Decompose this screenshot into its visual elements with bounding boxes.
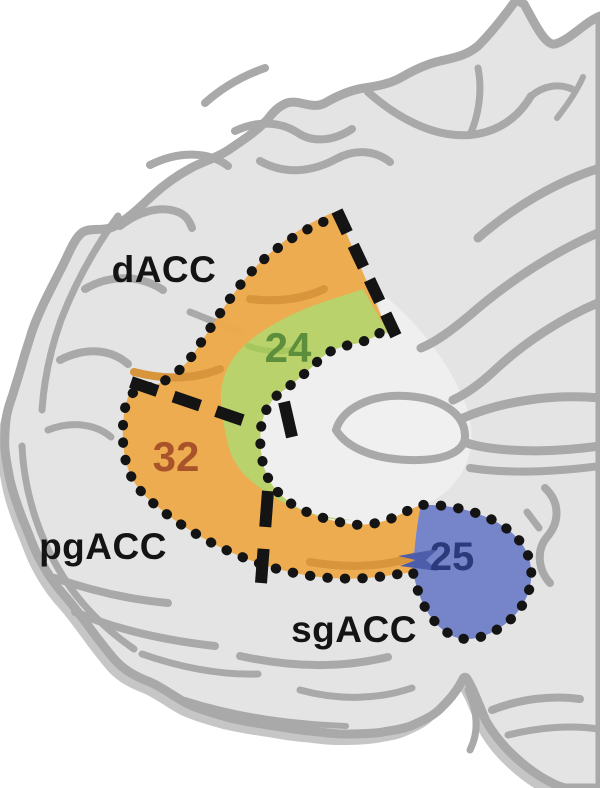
sulcus	[182, 697, 349, 729]
divider-dacc-pgacc-end	[278, 400, 298, 439]
sulcus	[51, 574, 172, 607]
sulcus	[523, 508, 543, 532]
label-sgacc: sgACC	[291, 609, 417, 650]
sulcus	[448, 297, 600, 405]
sulcus	[466, 462, 600, 476]
label-area-25: 25	[430, 535, 475, 579]
sulcus	[201, 64, 269, 107]
sulcus	[554, 74, 586, 121]
sulcus	[231, 119, 356, 144]
sulcus	[116, 205, 196, 232]
sulcus	[146, 150, 232, 170]
sulcus	[306, 552, 419, 570]
area-24-region	[220, 289, 389, 521]
divider-dacc-posterior	[331, 208, 403, 341]
sulcus	[44, 421, 115, 441]
sulcus	[488, 693, 584, 714]
sulcus	[296, 684, 416, 701]
label-area-24: 24	[265, 324, 312, 371]
sulcus	[256, 148, 394, 175]
area-25-arrow-icon	[398, 549, 438, 571]
sulcus	[246, 285, 328, 305]
area-25-region	[413, 504, 532, 639]
sulcus	[38, 212, 122, 414]
sulcus	[535, 484, 561, 587]
divider-dacc-pgacc	[129, 376, 247, 427]
sulcus	[245, 343, 307, 355]
sulcus	[464, 686, 480, 754]
sulcus	[56, 347, 132, 368]
label-pgacc: pgACC	[39, 526, 167, 567]
dotted-boundary	[117, 211, 537, 644]
sulcus	[81, 274, 167, 294]
dashed-dividers	[129, 208, 403, 584]
cingulate-sulcus-through-band	[130, 285, 419, 570]
corpus-callosum-outline	[331, 391, 469, 465]
sulcus	[473, 163, 600, 243]
sulcus	[416, 227, 600, 353]
sulcus	[458, 392, 600, 423]
sulcus	[236, 652, 392, 670]
divider-pgacc-sgacc	[255, 490, 274, 584]
label-dacc: dACC	[112, 249, 217, 290]
sulcus	[138, 650, 262, 678]
sulcus	[527, 82, 576, 100]
sulcus	[130, 365, 224, 382]
label-area-32: 32	[153, 433, 200, 480]
sulcus	[504, 723, 600, 739]
sulcus	[466, 64, 484, 139]
sulcus	[71, 608, 219, 650]
